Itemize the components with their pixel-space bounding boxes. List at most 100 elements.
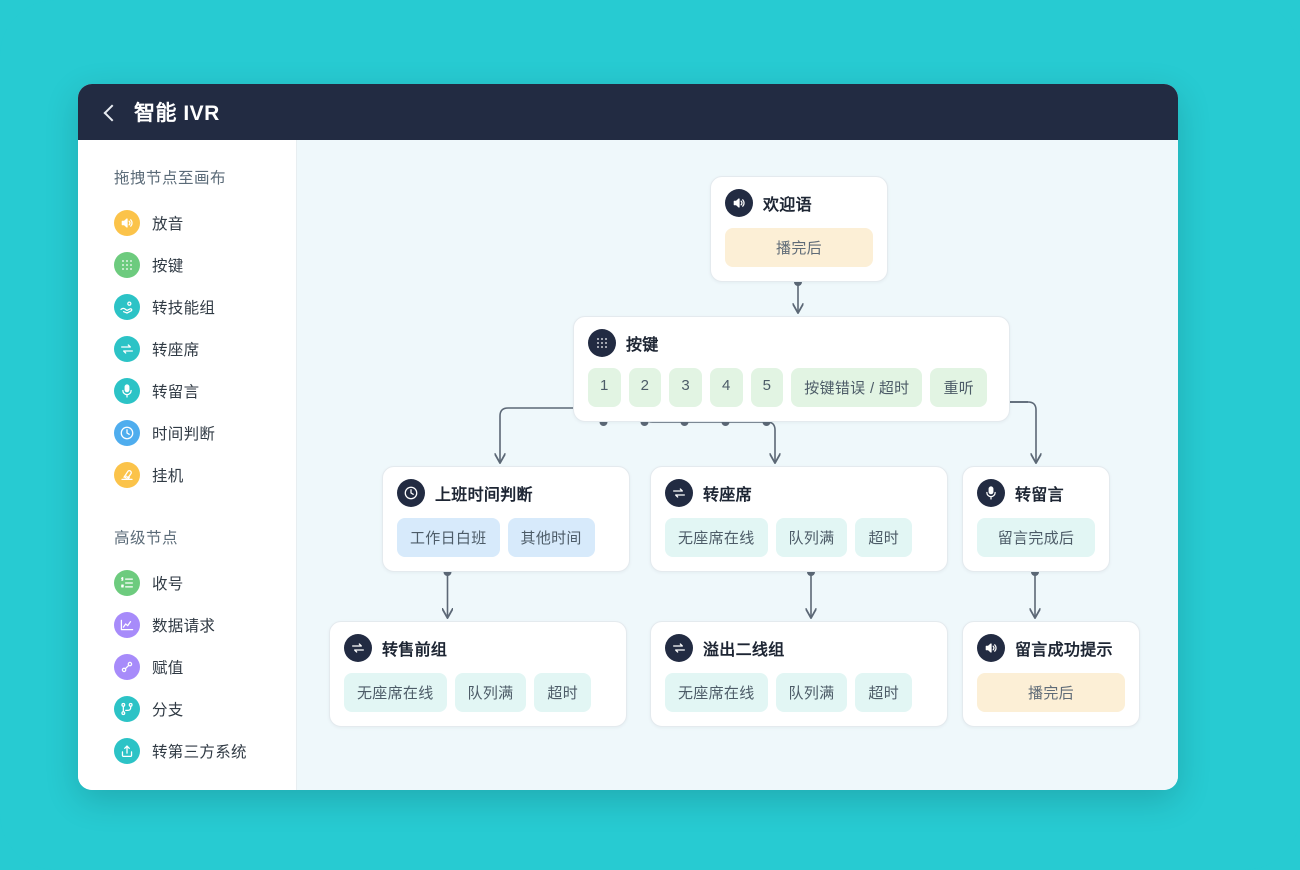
speaker-icon — [977, 634, 1005, 662]
flow-node-presale[interactable]: 转售前组无座席在线队列满超时 — [329, 621, 627, 727]
clock-icon — [114, 420, 140, 446]
flow-node-port[interactable]: 工作日白班 — [397, 518, 500, 557]
flow-node-port-row: 无座席在线队列满超时 — [344, 673, 612, 712]
palette-item-label: 赋值 — [152, 660, 184, 677]
flow-node-title: 留言成功提示 — [1015, 642, 1113, 659]
flow-node-voicemail[interactable]: 转留言留言完成后 — [962, 466, 1110, 572]
palette-item-label: 放音 — [152, 216, 184, 233]
palette-item-按键[interactable]: 按键 — [114, 244, 296, 286]
branch-icon — [114, 696, 140, 722]
palette-item-赋值[interactable]: 赋值 — [114, 646, 296, 688]
transfer-icon — [665, 634, 693, 662]
flow-node-port[interactable]: 3 — [669, 368, 702, 407]
palette-item-转第三方系统[interactable]: 转第三方系统 — [114, 730, 296, 772]
palette-item-分支[interactable]: 分支 — [114, 688, 296, 730]
palette-item-label: 收号 — [152, 576, 184, 593]
transfer-icon — [114, 336, 140, 362]
speaker-icon — [725, 189, 753, 217]
flow-node-port[interactable]: 播完后 — [725, 228, 873, 267]
flow-node-port[interactable]: 队列满 — [454, 673, 527, 712]
flow-node-port[interactable]: 其他时间 — [507, 518, 595, 557]
flow-node-port-row: 工作日白班其他时间 — [397, 518, 615, 557]
flow-node-port[interactable]: 播完后 — [977, 673, 1125, 712]
palette-basic-heading: 拖拽节点至画布 — [114, 170, 227, 187]
palette-item-label: 挂机 — [152, 468, 184, 485]
flow-node-vmsuccess[interactable]: 留言成功提示播完后 — [962, 621, 1140, 727]
palette-advanced-heading: 高级节点 — [114, 530, 179, 547]
palette-item-时间判断[interactable]: 时间判断 — [114, 412, 296, 454]
flow-node-port[interactable]: 超时 — [534, 673, 592, 712]
palette-item-label: 转技能组 — [152, 300, 216, 317]
transfer-icon — [665, 479, 693, 507]
flow-node-port[interactable]: 5 — [750, 368, 784, 407]
palette-item-转座席[interactable]: 转座席 — [114, 328, 296, 370]
node-palette-sidebar: 拖拽节点至画布 放音按键转技能组转座席转留言时间判断挂机 高级节点 收号数据请求… — [78, 140, 297, 790]
flow-node-port[interactable]: 无座席在线 — [344, 673, 447, 712]
flow-node-title: 按键 — [626, 337, 659, 354]
flow-node-header: 按键 — [588, 329, 995, 357]
hangup-icon — [114, 462, 140, 488]
flow-node-title: 欢迎语 — [763, 197, 812, 214]
flow-node-header: 转座席 — [665, 479, 933, 507]
palette-item-挂机[interactable]: 挂机 — [114, 454, 296, 496]
microphone-icon — [114, 378, 140, 404]
palette-item-转留言[interactable]: 转留言 — [114, 370, 296, 412]
flow-node-port[interactable]: 超时 — [855, 518, 913, 557]
palette-advanced-list: 收号数据请求赋值分支转第三方系统 — [114, 562, 296, 772]
flow-node-port[interactable]: 队列满 — [775, 673, 848, 712]
flow-node-agent[interactable]: 转座席无座席在线队列满超时 — [650, 466, 948, 572]
palette-item-label: 转留言 — [152, 384, 200, 401]
flow-node-header: 留言成功提示 — [977, 634, 1125, 662]
assign-icon — [114, 654, 140, 680]
flow-node-port[interactable]: 1 — [588, 368, 621, 407]
flow-node-port[interactable]: 队列满 — [775, 518, 848, 557]
flow-node-header: 上班时间判断 — [397, 479, 615, 507]
palette-item-label: 时间判断 — [152, 426, 216, 443]
flow-node-header: 欢迎语 — [725, 189, 873, 217]
flow-node-port[interactable]: 留言完成后 — [977, 518, 1095, 557]
line-chart-icon — [114, 612, 140, 638]
flow-node-port-row: 播完后 — [725, 228, 873, 267]
palette-item-label: 按键 — [152, 258, 184, 275]
flow-node-port[interactable]: 2 — [628, 368, 662, 407]
flow-node-title: 溢出二线组 — [703, 642, 785, 659]
flow-node-port-row: 播完后 — [977, 673, 1125, 712]
flow-node-title: 转留言 — [1015, 487, 1064, 504]
palette-item-label: 转座席 — [152, 342, 200, 359]
flow-node-port[interactable]: 无座席在线 — [665, 673, 768, 712]
export-icon — [114, 738, 140, 764]
flow-node-port-row: 无座席在线队列满超时 — [665, 673, 933, 712]
palette-item-放音[interactable]: 放音 — [114, 202, 296, 244]
transfer-icon — [344, 634, 372, 662]
palette-item-label: 转第三方系统 — [152, 744, 247, 761]
flow-node-title: 上班时间判断 — [435, 487, 533, 504]
flow-node-overflow[interactable]: 溢出二线组无座席在线队列满超时 — [650, 621, 948, 727]
flow-node-header: 转售前组 — [344, 634, 612, 662]
flow-node-port[interactable]: 超时 — [855, 673, 913, 712]
palette-item-收号[interactable]: 收号 — [114, 562, 296, 604]
keypad-icon — [114, 252, 140, 278]
keypad-icon — [588, 329, 616, 357]
chevron-left-icon[interactable] — [103, 104, 121, 121]
flow-node-welcome[interactable]: 欢迎语播完后 — [710, 176, 888, 282]
palette-item-label: 数据请求 — [152, 618, 216, 635]
titlebar: 智能 IVR — [78, 84, 1178, 140]
flow-node-worktime[interactable]: 上班时间判断工作日白班其他时间 — [382, 466, 630, 572]
flow-node-port[interactable]: 4 — [709, 368, 743, 407]
flow-node-port-row: 无座席在线队列满超时 — [665, 518, 933, 557]
flow-node-port[interactable]: 按键错误 / 超时 — [791, 368, 923, 407]
microphone-icon — [977, 479, 1005, 507]
palette-item-转技能组[interactable]: 转技能组 — [114, 286, 296, 328]
numbered-list-icon — [114, 570, 140, 596]
flow-node-title: 转座席 — [703, 487, 752, 504]
app-window: 智能 IVR 拖拽节点至画布 放音按键转技能组转座席转留言时间判断挂机 高级节点… — [78, 84, 1178, 790]
palette-item-数据请求[interactable]: 数据请求 — [114, 604, 296, 646]
hand-group-icon — [114, 294, 140, 320]
flow-node-port[interactable]: 无座席在线 — [665, 518, 768, 557]
flow-node-header: 转留言 — [977, 479, 1095, 507]
flow-node-port[interactable]: 重听 — [930, 368, 988, 407]
flow-node-header: 溢出二线组 — [665, 634, 933, 662]
